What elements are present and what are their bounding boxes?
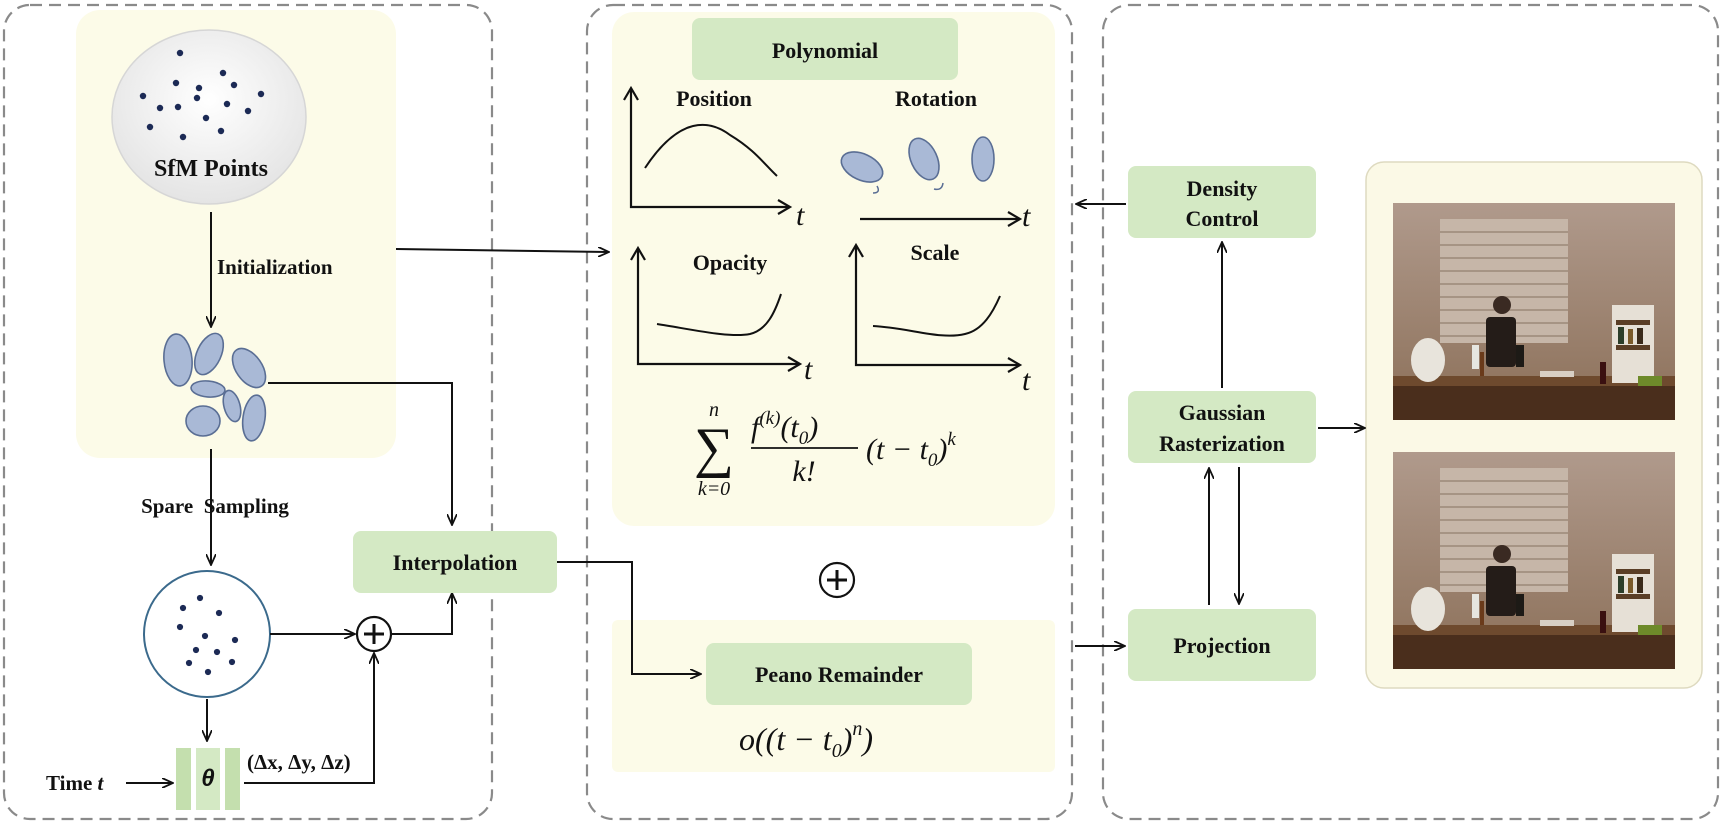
- arrow-gaussians-to-interpolation: [268, 382, 452, 524]
- interpolation-box: [353, 531, 557, 593]
- network-bar-3: [225, 748, 240, 810]
- scale-axis-t: t: [1022, 364, 1031, 397]
- gaussian-rasterization-line2: Rasterization: [1159, 431, 1285, 456]
- opacity-axis-t: t: [804, 353, 813, 386]
- sampled-dots: [176, 594, 239, 676]
- gaussian-ellipses: [163, 332, 267, 442]
- peano-remainder-box: [706, 643, 972, 705]
- svg-text:n: n: [709, 399, 719, 421]
- svg-text:(t − t0)k: (t − t0)k: [866, 429, 956, 471]
- scale-label: Scale: [911, 240, 960, 265]
- middle-panel-frame: [585, 3, 1074, 821]
- sfm-dots: [139, 49, 265, 141]
- rendered-image-bottom: [1393, 452, 1675, 669]
- opacity-axes: [636, 248, 800, 366]
- arrow-network-to-plus: [244, 654, 374, 784]
- arrow-left-to-polynomial: [395, 249, 608, 252]
- taylor-formula: n ∑ k=0 f(k)(t0) k! (t − t0)k: [694, 399, 956, 500]
- position-axis-y-arrow: [623, 85, 639, 101]
- scale-axes: [854, 245, 1020, 367]
- initialization-label: Initialization: [217, 255, 333, 279]
- delta-label: (Δx, Δy, Δz): [247, 750, 351, 774]
- position-label: Position: [676, 86, 752, 111]
- peano-formula: o((t − t0)n): [739, 718, 873, 762]
- position-curve: [644, 123, 778, 177]
- scale-axis-y-arrow: [848, 242, 864, 258]
- rendered-image-top: [1393, 203, 1675, 420]
- polynomial-box: [692, 18, 958, 80]
- position-axis-x-arrow: [777, 199, 793, 215]
- left-panel-frame: [2, 3, 494, 821]
- svg-text:k!: k!: [792, 455, 815, 488]
- opacity-curve: [656, 293, 782, 337]
- opacity-axis-y-arrow: [630, 245, 646, 261]
- gaussian-rasterization-line1: Gaussian: [1179, 400, 1266, 425]
- rotation-arrow-2: [933, 182, 944, 191]
- opacity-axis-x-arrow: [787, 356, 803, 372]
- gaussian-rasterization-box: [1128, 391, 1316, 463]
- sfm-points-label: SfM Points: [154, 156, 268, 182]
- svg-text:∑: ∑: [694, 417, 734, 479]
- rotation-axis-t: t: [1022, 200, 1031, 233]
- position-axis-t: t: [796, 199, 805, 232]
- interpolation-label: Interpolation: [393, 550, 518, 575]
- theta-label: θ: [201, 765, 214, 792]
- svg-text:k=0: k=0: [698, 478, 730, 500]
- arrow-plus-to-interpolation: [391, 594, 452, 635]
- middle-yellow-panel-top: [612, 12, 1055, 526]
- polynomial-label: Polynomial: [772, 38, 878, 63]
- position-axes: [629, 89, 790, 209]
- density-control-line2: Control: [1186, 206, 1259, 231]
- time-label: Time t: [46, 771, 105, 795]
- rotation-arrow-1: [872, 185, 880, 194]
- spare-sampling-label: Spare Sampling: [141, 494, 289, 518]
- opacity-label: Opacity: [693, 250, 768, 275]
- rotation-axis-arrow: [1007, 211, 1023, 227]
- projection-box: [1128, 609, 1316, 681]
- network-bar-2: [196, 748, 220, 810]
- density-control-box: [1128, 166, 1316, 238]
- rotation-ellipses: [840, 136, 995, 183]
- peano-remainder-label: Peano Remainder: [755, 662, 923, 687]
- scale-axis-x-arrow: [1007, 357, 1023, 373]
- density-control-line1: Density: [1187, 176, 1258, 201]
- arrow-interpolation-to-peano: [557, 561, 700, 674]
- rotation-label: Rotation: [895, 86, 977, 111]
- network-bar-1: [176, 748, 191, 810]
- projection-label: Projection: [1173, 633, 1270, 658]
- scale-curve: [872, 295, 1001, 337]
